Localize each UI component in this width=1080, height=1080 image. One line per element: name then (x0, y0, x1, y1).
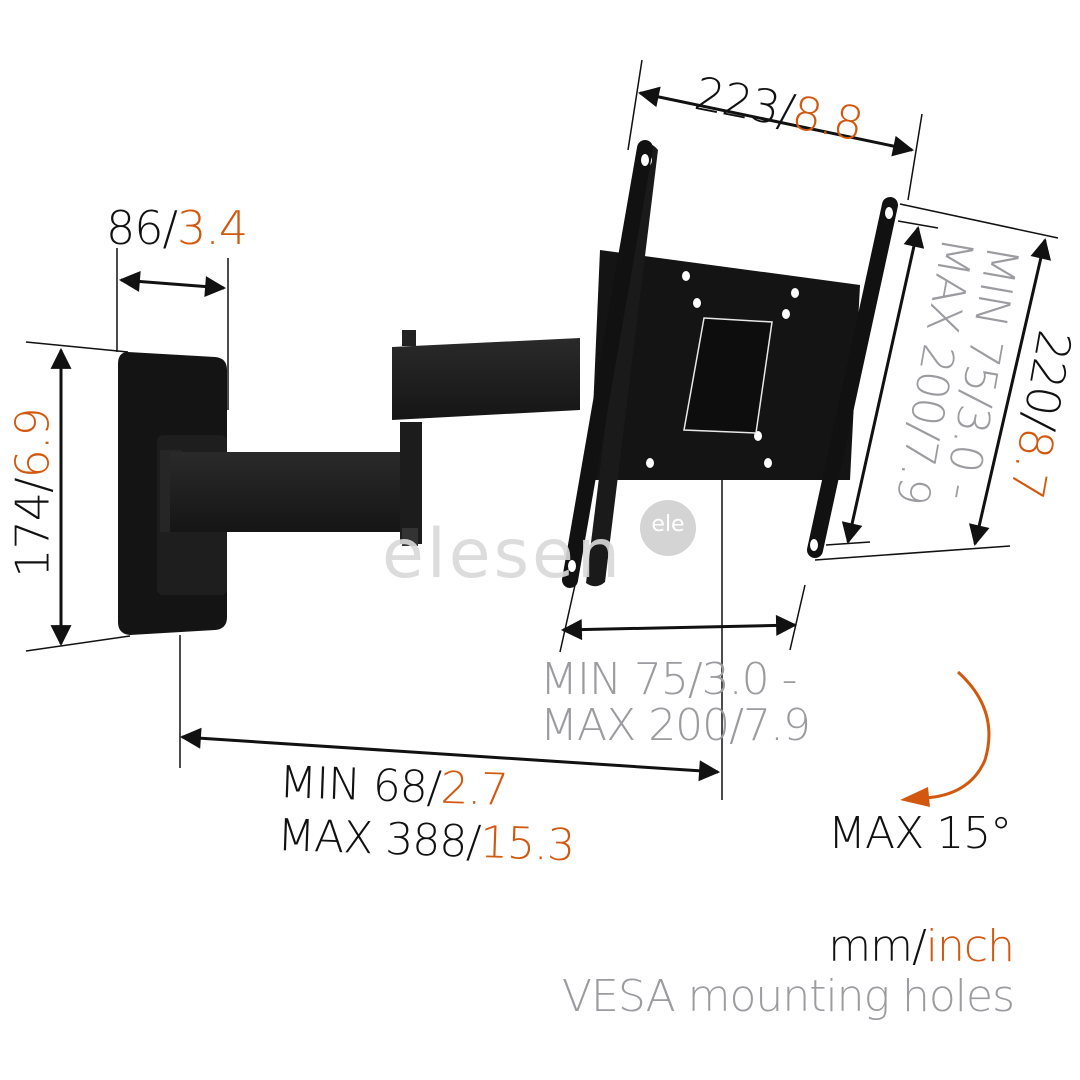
dim-wall-plate-height (25, 341, 131, 652)
label-vesa-horizontal: MIN 75/3.0 - MAX 200/7.9 (540, 654, 811, 752)
label-wall-plate-height: 174/6.9 (5, 408, 60, 578)
upper-arm (392, 330, 580, 420)
watermark-badge-icon: ele (640, 500, 696, 556)
dim-tv-plate-width (627, 59, 923, 201)
dim-wall-distance (179, 480, 723, 800)
tilt-arrow-icon (900, 670, 991, 807)
dim-wall-plate-width (116, 248, 229, 410)
dim-vesa-vertical (825, 220, 939, 546)
label-wall-plate-width: 86/3.4 (106, 201, 248, 255)
tv-bracket (562, 140, 898, 588)
watermark-text: elesen (382, 515, 623, 594)
dim-vesa-horizontal (559, 584, 806, 653)
label-wall-distance: MIN 68/2.7 MAX 388/15.3 (276, 757, 575, 872)
legend-vesa-note: VESA mounting holes (561, 971, 1015, 1022)
legend-units: mm/inch (828, 921, 1015, 972)
dim-tv-plate-height (814, 203, 1059, 561)
label-tilt: MAX 15° (828, 808, 1012, 859)
lower-arm (170, 422, 422, 546)
